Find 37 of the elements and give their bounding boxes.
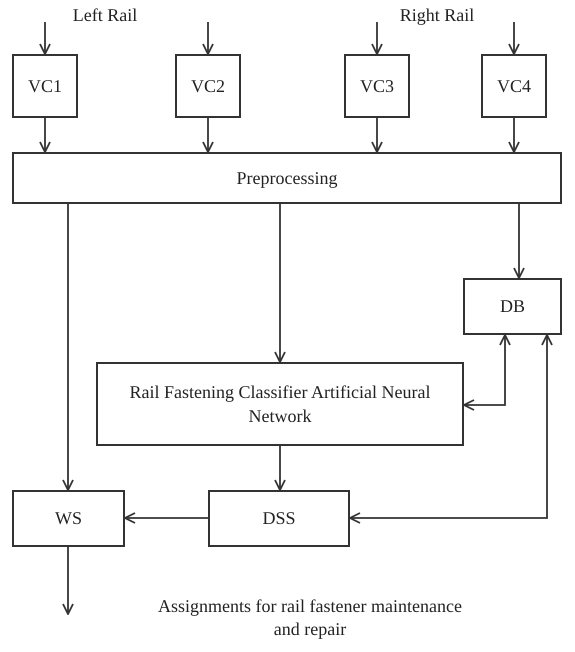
caption-text: Right Rail [398,4,476,27]
arrow [371,22,383,55]
arrow [463,334,511,411]
process-box [208,490,350,547]
process-box [463,278,562,335]
box-label: VC3 [360,74,394,98]
box-label: DB [500,295,525,318]
box-label: DSS [262,507,296,530]
arrow [39,22,51,55]
arrow [508,118,520,153]
arrow [124,512,208,524]
box-label: WS [55,507,82,530]
arrow [202,118,214,153]
box-label: VC2 [190,74,225,98]
caption-text: Left Rail [72,4,138,27]
process-box [481,54,547,118]
process-box [12,152,562,204]
box-label: Preprocessing [236,166,338,190]
arrow [202,22,214,55]
arrow [513,204,525,279]
arrow [274,204,286,363]
arrow [62,547,74,615]
arrow [371,118,383,153]
process-box [12,490,125,547]
arrow [508,22,520,55]
process-box [344,54,410,118]
box-label: VC1 [28,74,62,98]
arrow [39,118,51,153]
box-label: Rail Fastening Classifier Artificial Neural Network [128,380,432,428]
process-box [175,54,241,118]
arrow [349,334,553,524]
arrow [62,204,74,491]
arrow [274,446,286,491]
box-label: VC4 [496,74,531,98]
caption-text: Assignments for rail fastener maintenance and repair [157,595,463,642]
process-box [96,362,464,446]
process-box [12,54,78,118]
